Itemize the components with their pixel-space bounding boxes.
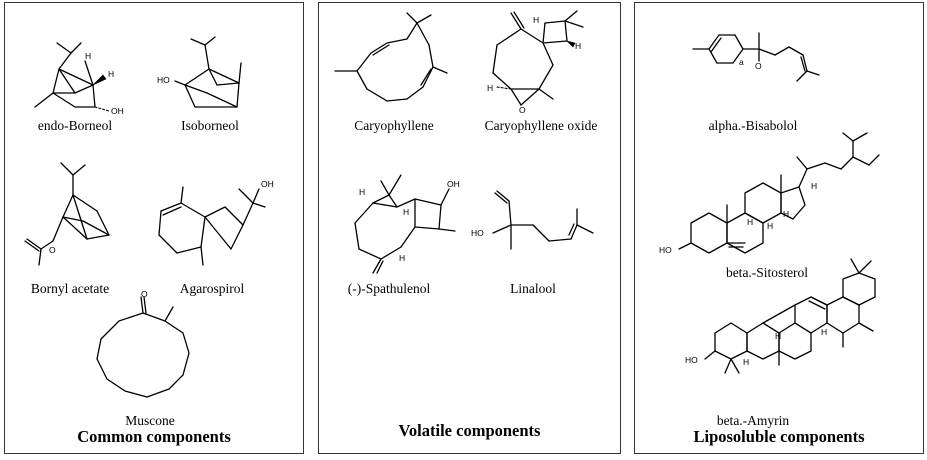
- o-label: O: [49, 245, 56, 255]
- h-label: H: [403, 207, 409, 217]
- h-label: H: [767, 221, 773, 231]
- bornyl-acetate-structure: O: [24, 162, 110, 266]
- h-label: H: [85, 51, 91, 61]
- panel-title-volatile: Volatile components: [398, 421, 541, 440]
- oh-label: OH: [261, 179, 274, 189]
- compound-label-beta-amyrin: beta.-Amyrin: [716, 413, 790, 428]
- caryophyllene-structure: [334, 12, 448, 102]
- h-label: H: [783, 209, 789, 219]
- h-label: H: [747, 217, 753, 227]
- compound-label-endo-borneol: endo-Borneol: [37, 118, 113, 133]
- h-label: H: [108, 69, 114, 79]
- ho-label: HO: [157, 75, 170, 85]
- compound-label-linalool: Linalool: [510, 281, 556, 296]
- alpha-bisabolol-structure: a O: [692, 32, 820, 82]
- beta-sitosterol-structure: HO H H H H: [659, 132, 880, 255]
- oh-label: OH: [447, 179, 460, 189]
- linalool-structure: HO: [471, 190, 594, 250]
- endo-borneol-structure: H H H OH: [34, 42, 124, 116]
- h-label: H: [399, 253, 405, 263]
- h-label: H: [487, 83, 493, 93]
- o-label: O: [755, 61, 762, 71]
- h-label: H: [821, 327, 827, 337]
- h-label: H: [533, 15, 539, 25]
- beta-amyrin-structure: HO H H H: [685, 258, 876, 374]
- stereo-label: a: [739, 57, 744, 67]
- oh-label: OH: [111, 106, 124, 116]
- panel-volatile-components: Caryophyllene H H H O Caryophyllene oxid…: [318, 2, 621, 454]
- compound-label-agarospirol: Agarospirol: [179, 281, 245, 296]
- o-label: O: [141, 289, 148, 299]
- compound-label-muscone: Muscone: [125, 413, 175, 428]
- panel-common-components: H H H OH endo-Borneol HO Isoborneol: [4, 2, 304, 454]
- ho-label: HO: [685, 355, 698, 365]
- compound-label-bornyl-acetate: Bornyl acetate: [30, 281, 110, 296]
- compound-label-isoborneol: Isoborneol: [181, 118, 239, 133]
- ho-label: HO: [471, 228, 484, 238]
- compound-label-caryophyllene-oxide: Caryophyllene oxide: [484, 118, 598, 133]
- h-label: H: [743, 357, 749, 367]
- panel-title-liposoluble: Liposoluble components: [693, 427, 865, 446]
- compound-label-spathulenol: (-)-Spathulenol: [347, 281, 431, 296]
- h-label: H: [359, 187, 365, 197]
- isoborneol-structure: HO: [157, 36, 242, 108]
- h-label: H: [775, 331, 781, 341]
- compound-label-beta-sitosterol: beta.-Sitosterol: [725, 265, 809, 280]
- muscone-structure: O: [96, 289, 190, 398]
- compound-label-caryophyllene: Caryophyllene: [354, 118, 434, 133]
- h-label: H: [811, 181, 817, 191]
- spathulenol-structure: H H H OH: [354, 174, 460, 274]
- panel-title-common: Common components: [77, 427, 231, 446]
- h-label: H: [575, 41, 581, 51]
- compound-label-alpha-bisabolol: alpha.-Bisabolol: [708, 118, 798, 133]
- agarospirol-structure: OH: [158, 179, 274, 266]
- caryophyllene-oxide-structure: H H H O: [487, 10, 584, 115]
- o-label: O: [519, 105, 526, 115]
- ho-label: HO: [659, 245, 672, 255]
- panel-liposoluble-components: a O alpha.-Bisabolol HO H H H H beta.-Si…: [634, 2, 924, 454]
